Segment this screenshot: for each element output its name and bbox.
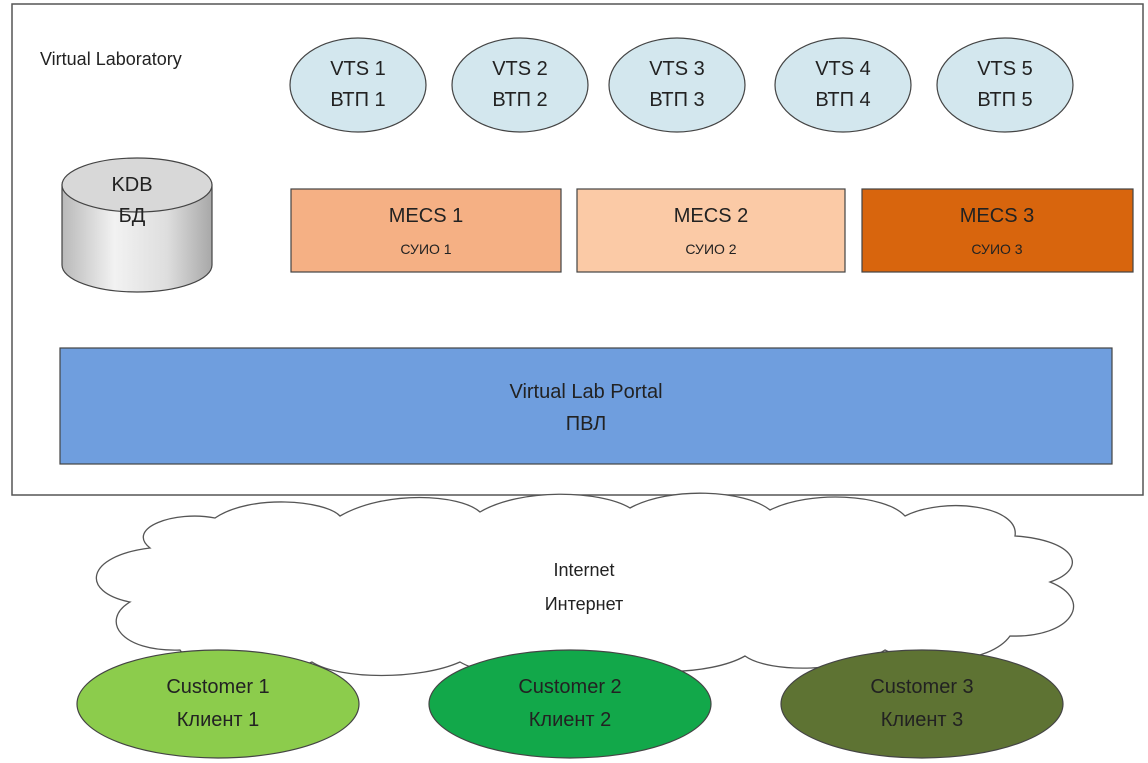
vts-label-ru: ВТП 1 xyxy=(330,89,385,111)
vts-node: VTS 2 ВТП 2 xyxy=(451,37,589,133)
mecs-label-en: MECS 3 xyxy=(960,205,1034,227)
portal-label-ru: ПВЛ xyxy=(566,413,607,435)
customer-ellipse xyxy=(428,649,712,759)
internet-label-ru: Интернет xyxy=(545,594,624,614)
vts-label-ru: ВТП 2 xyxy=(492,89,547,111)
mecs-label-ru: СУИО 3 xyxy=(971,241,1022,257)
customer-ellipse xyxy=(76,649,360,759)
internet-label-en: Internet xyxy=(553,560,614,580)
mecs-label-ru: СУИО 1 xyxy=(400,241,451,257)
vts-label-en: VTS 2 xyxy=(492,58,548,80)
virtual-laboratory-title: Virtual Laboratory xyxy=(40,49,182,69)
vts-label-ru: ВТП 5 xyxy=(977,89,1032,111)
mecs-box: MECS 1 СУИО 1 xyxy=(290,188,562,273)
virtual-lab-portal: Virtual Lab Portal ПВЛ xyxy=(59,347,1113,465)
customers-group: Customer 1 Клиент 1 Customer 2 Клиент 2 … xyxy=(76,649,1064,759)
mecs-box-rect xyxy=(290,188,562,273)
internet-cloud: Internet Интернет xyxy=(95,492,1075,677)
mecs-box-rect xyxy=(861,188,1134,273)
vts-label-en: VTS 4 xyxy=(815,58,871,80)
vts-ellipse xyxy=(608,37,746,133)
customer-label-ru: Клиент 3 xyxy=(881,709,964,731)
customer-label-en: Customer 1 xyxy=(166,676,269,698)
vts-label-ru: ВТП 4 xyxy=(815,89,870,111)
vts-label-en: VTS 3 xyxy=(649,58,705,80)
mecs-label-en: MECS 1 xyxy=(389,205,463,227)
customer-label-ru: Клиент 1 xyxy=(177,709,260,731)
vts-ellipse xyxy=(936,37,1074,133)
mecs-group: MECS 1 СУИО 1 MECS 2 СУИО 2 MECS 3 СУИО … xyxy=(290,188,1134,273)
customer-label-ru: Клиент 2 xyxy=(529,709,612,731)
mecs-label-en: MECS 2 xyxy=(674,205,748,227)
portal-rect xyxy=(59,347,1113,465)
vts-label-ru: ВТП 3 xyxy=(649,89,704,111)
vts-ellipse xyxy=(451,37,589,133)
mecs-box: MECS 3 СУИО 3 xyxy=(861,188,1134,273)
customer-label-en: Customer 2 xyxy=(518,676,621,698)
vts-group: VTS 1 ВТП 1 VTS 2 ВТП 2 VTS 3 ВТП 3 VTS … xyxy=(289,37,1074,133)
vts-node: VTS 4 ВТП 4 xyxy=(774,37,912,133)
kdb-database-cylinder: KDB БД xyxy=(61,157,213,293)
customer-label-en: Customer 3 xyxy=(870,676,973,698)
vts-ellipse xyxy=(774,37,912,133)
vts-label-en: VTS 5 xyxy=(977,58,1033,80)
kdb-cylinder-top xyxy=(61,157,213,213)
vts-ellipse xyxy=(289,37,427,133)
vts-node: VTS 5 ВТП 5 xyxy=(936,37,1074,133)
mecs-box: MECS 2 СУИО 2 xyxy=(576,188,846,273)
customer-ellipse xyxy=(780,649,1064,759)
vts-node: VTS 1 ВТП 1 xyxy=(289,37,427,133)
portal-label-en: Virtual Lab Portal xyxy=(509,381,662,403)
kdb-label-ru: БД xyxy=(119,205,146,227)
customer-node: Customer 1 Клиент 1 xyxy=(76,649,360,759)
internet-cloud-shape xyxy=(95,492,1075,677)
vts-node: VTS 3 ВТП 3 xyxy=(608,37,746,133)
vts-label-en: VTS 1 xyxy=(330,58,386,80)
kdb-cylinder-body xyxy=(61,184,213,293)
mecs-label-ru: СУИО 2 xyxy=(685,241,736,257)
customer-node: Customer 3 Клиент 3 xyxy=(780,649,1064,759)
kdb-label-en: KDB xyxy=(111,174,152,196)
customer-node: Customer 2 Клиент 2 xyxy=(428,649,712,759)
mecs-box-rect xyxy=(576,188,846,273)
